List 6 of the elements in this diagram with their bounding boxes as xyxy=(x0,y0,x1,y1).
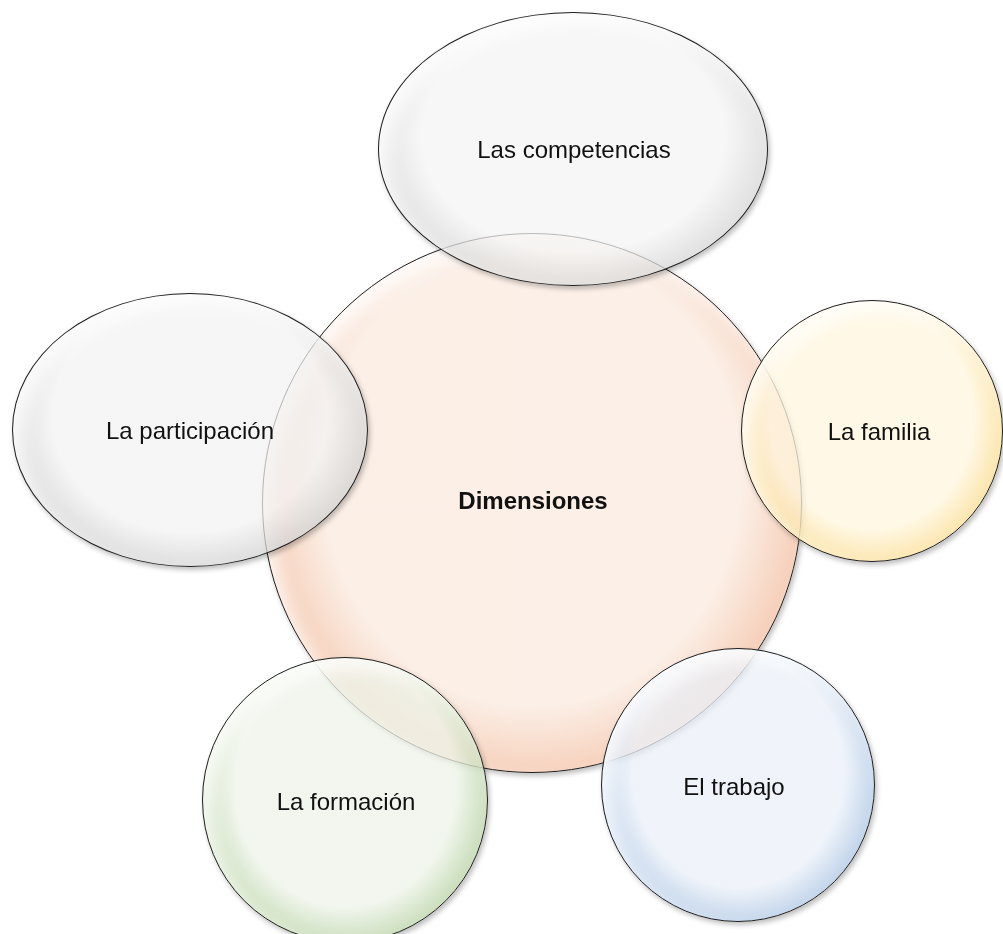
node-label: Dimensiones xyxy=(458,487,608,515)
node-label: La familia xyxy=(827,418,931,446)
node-label: Las competencias xyxy=(477,136,671,164)
node-label: El trabajo xyxy=(683,773,785,801)
node-label: La participación xyxy=(105,417,275,445)
node-label: La formación xyxy=(276,788,416,816)
